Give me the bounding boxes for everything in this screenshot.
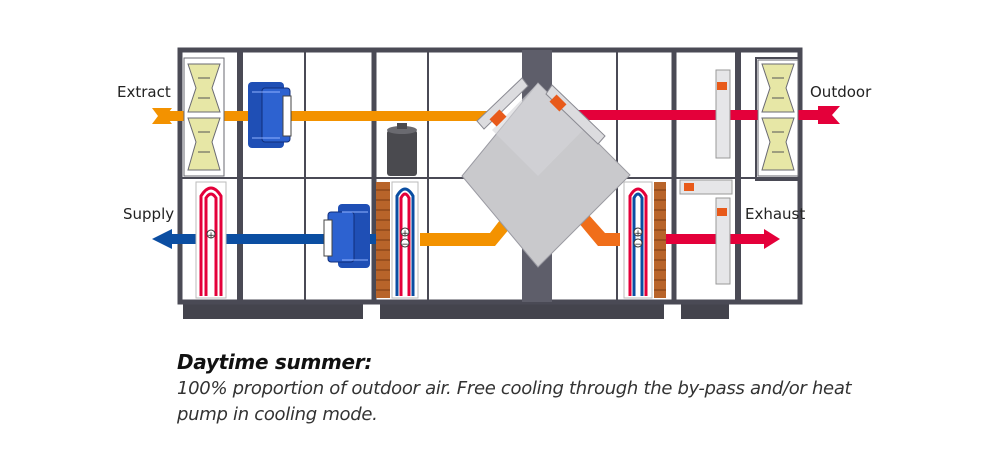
supply-fan (323, 204, 370, 268)
evaporator-plus-sign: + (401, 229, 409, 239)
extract-air-flow (152, 108, 495, 124)
supply-heating-coil (195, 181, 227, 299)
base-right (681, 303, 729, 319)
extract-fan (248, 82, 292, 148)
label-extract: Extract (117, 83, 171, 101)
recirculation-damper (679, 179, 733, 195)
evaporator-minus-sign: − (401, 240, 409, 250)
condenser-minus-sign: − (634, 240, 642, 250)
caption-title: Daytime summer: (177, 350, 373, 374)
outdoor-filter (757, 59, 799, 177)
supply-from-exchanger-flow (420, 220, 510, 246)
caption-body: 100% proportion of outdoor air. Free coo… (177, 378, 852, 425)
base-middle (380, 303, 664, 319)
plate-heat-exchanger (461, 77, 631, 268)
condenser-coil (623, 181, 666, 299)
condenser-plus-sign: + (634, 229, 642, 239)
extract-filter (183, 57, 225, 177)
exhaust-damper (715, 197, 731, 285)
label-exhaust: Exhaust (745, 205, 806, 223)
supply-air-flow (152, 229, 383, 249)
evaporator-coil (376, 181, 419, 299)
label-outdoor: Outdoor (810, 83, 872, 101)
label-supply: Supply (123, 205, 175, 223)
exhaust-air-flow (578, 214, 780, 249)
outdoor-air-flow (555, 106, 840, 124)
supply-coil-plus-sign: + (207, 231, 215, 241)
compressor (387, 123, 417, 176)
caption: Daytime summer: 100% proportion of outdo… (177, 350, 977, 428)
base-left (183, 303, 363, 319)
outdoor-damper (715, 69, 731, 159)
